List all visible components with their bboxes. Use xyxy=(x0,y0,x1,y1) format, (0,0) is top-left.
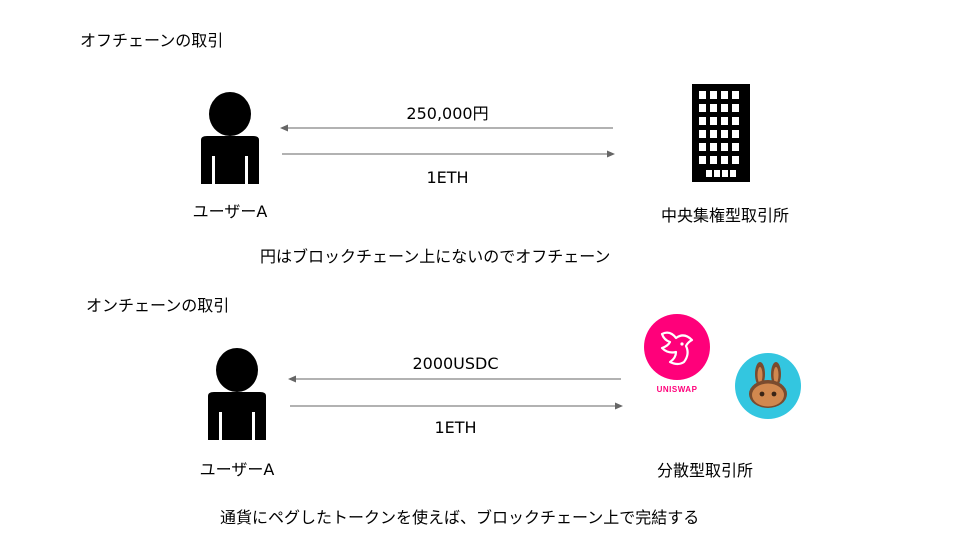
person-icon xyxy=(195,92,265,184)
person-icon xyxy=(202,348,272,440)
pancakeswap-logo-icon xyxy=(734,352,802,420)
arrow-right-icon xyxy=(280,148,615,160)
uniswap-wordmark: UNISWAP xyxy=(656,385,698,394)
building-icon xyxy=(692,84,750,182)
onchain-user-label: ユーザーA xyxy=(199,460,275,479)
offchain-arrow-left-label: 250,000円 xyxy=(406,104,489,123)
onchain-caption: 通貨にペグしたトークンを使えば、ブロックチェーン上で完結する xyxy=(220,508,700,527)
onchain-heading: オンチェーンの取引 xyxy=(86,296,230,315)
onchain-arrow-left-label: 2000USDC xyxy=(412,354,499,373)
offchain-heading: オフチェーンの取引 xyxy=(80,31,224,50)
offchain-user-label: ユーザーA xyxy=(192,202,268,221)
arrow-left-icon xyxy=(280,122,615,134)
offchain-arrow-right-label: 1ETH xyxy=(426,168,469,187)
onchain-arrow-right-label: 1ETH xyxy=(434,418,477,437)
arrow-left-icon xyxy=(288,373,623,385)
uniswap-logo-icon: UNISWAP xyxy=(640,312,714,396)
arrow-right-icon xyxy=(288,400,623,412)
offchain-exchange-label: 中央集権型取引所 xyxy=(660,206,789,225)
onchain-exchange-label: 分散型取引所 xyxy=(656,461,753,480)
offchain-caption: 円はブロックチェーン上にないのでオフチェーン xyxy=(260,247,611,266)
